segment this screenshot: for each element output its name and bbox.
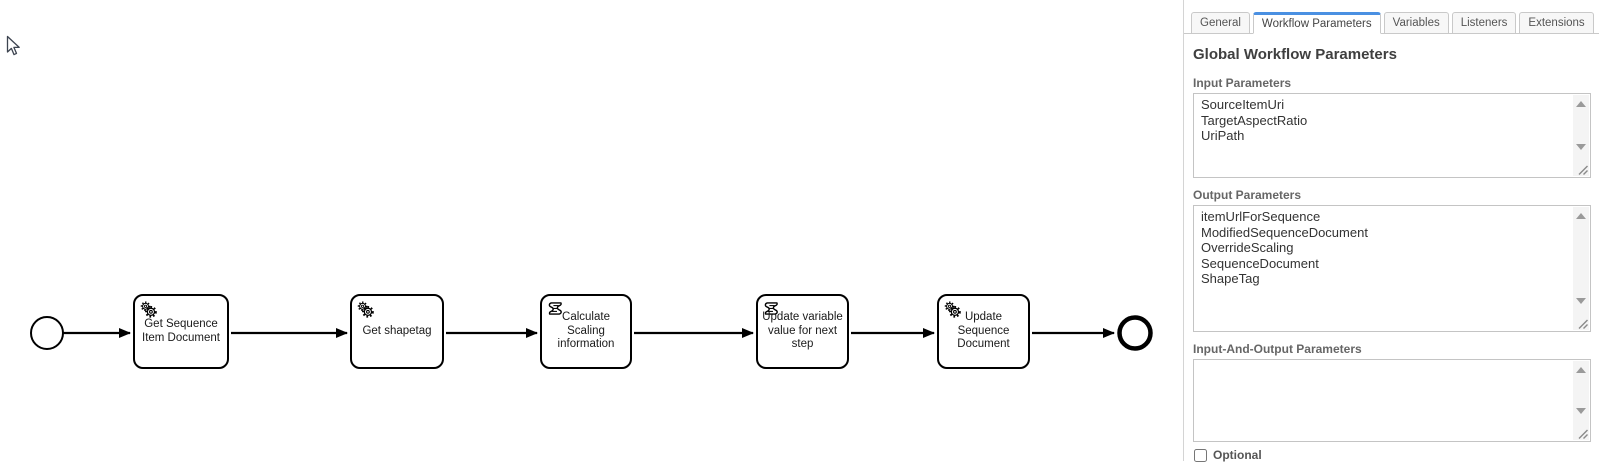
start-event[interactable] (30, 316, 64, 350)
task-label: Get Sequence Item Document (142, 317, 220, 344)
sequence-flows-layer (30, 315, 1153, 351)
script-task-icon (548, 302, 562, 315)
output-parameters-label: Output Parameters (1193, 188, 1302, 202)
task-label: Get shapetag (362, 324, 432, 337)
service-task-gears-icon (944, 301, 961, 318)
task-node-update-sequence-document[interactable]: Update Sequence Document (937, 294, 1030, 369)
input-parameters-value[interactable]: SourceItemUri TargetAspectRatio UriPath (1201, 97, 1308, 143)
service-task-gears-icon (357, 301, 374, 318)
panel-heading: Global Workflow Parameters (1193, 46, 1397, 63)
task-node-calculate-scaling-information[interactable]: Calculate Scaling information (540, 294, 632, 369)
scroll-up-icon[interactable] (1576, 101, 1586, 107)
optional-checkbox-label: Optional (1213, 448, 1262, 462)
service-task-gears-icon (140, 301, 157, 318)
task-label: Calculate Scaling information (557, 311, 615, 351)
task-label: Update Sequence Document (957, 311, 1010, 351)
input-and-output-parameters-label: Input-And-Output Parameters (1193, 342, 1362, 356)
input-and-output-parameters-value[interactable] (1194, 360, 1572, 441)
scrollbar[interactable] (1573, 95, 1589, 176)
scrollbar[interactable] (1573, 361, 1589, 440)
tab-listeners[interactable]: Listeners (1451, 12, 1517, 34)
properties-tab-bar: General Workflow Parameters Variables Li… (1184, 0, 1599, 34)
scroll-down-icon[interactable] (1576, 298, 1586, 304)
input-parameters-textarea[interactable]: SourceItemUri TargetAspectRatio UriPath (1193, 93, 1591, 178)
task-node-get-sequence-item-document[interactable]: Get Sequence Item Document (133, 294, 229, 369)
tab-variables[interactable]: Variables (1383, 12, 1449, 34)
resize-grip-icon[interactable] (1577, 428, 1588, 439)
tab-workflow-parameters[interactable]: Workflow Parameters (1252, 12, 1381, 34)
tab-general[interactable]: General (1191, 12, 1250, 34)
task-node-update-variable-value[interactable]: Update variable value for next step (756, 294, 849, 369)
properties-panel: General Workflow Parameters Variables Li… (1183, 0, 1599, 462)
script-task-icon (764, 302, 778, 315)
task-node-get-shapetag[interactable]: Get shapetag (350, 294, 444, 369)
end-event[interactable] (1117, 315, 1153, 351)
output-parameters-value[interactable]: itemUrlForSequence ModifiedSequenceDocum… (1201, 209, 1368, 286)
optional-checkbox[interactable] (1194, 448, 1207, 462)
optional-checkbox-row: Optional (1193, 448, 1590, 462)
input-and-output-parameters-textarea[interactable] (1193, 359, 1591, 442)
scroll-up-icon[interactable] (1576, 213, 1586, 219)
task-label: Update variable value for next step (762, 311, 843, 351)
input-parameters-label: Input Parameters (1193, 76, 1292, 90)
scroll-down-icon[interactable] (1576, 144, 1586, 150)
tab-extensions[interactable]: Extensions (1519, 12, 1594, 34)
output-parameters-textarea[interactable]: itemUrlForSequence ModifiedSequenceDocum… (1193, 205, 1591, 332)
scroll-down-icon[interactable] (1576, 408, 1586, 414)
diagram-canvas[interactable]: Get Sequence Item Document Get shapetag … (0, 0, 1183, 461)
scrollbar[interactable] (1573, 207, 1589, 330)
resize-grip-icon[interactable] (1577, 164, 1588, 175)
resize-grip-icon[interactable] (1577, 318, 1588, 329)
scroll-up-icon[interactable] (1576, 367, 1586, 373)
mouse-cursor-icon (6, 35, 20, 56)
